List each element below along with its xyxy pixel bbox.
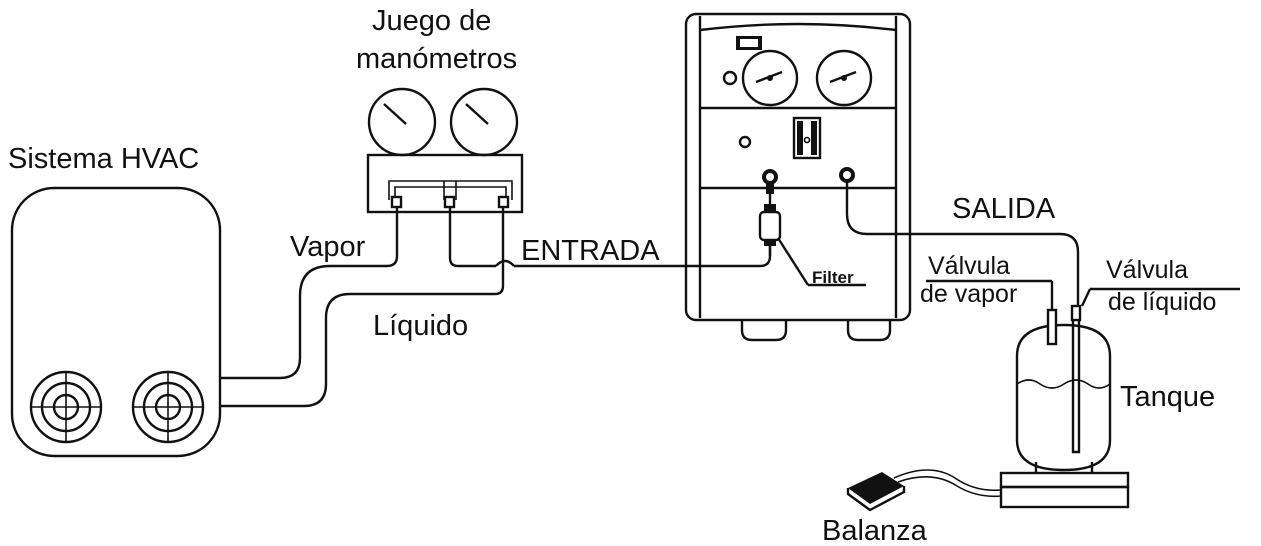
gauge-manifold [366,87,524,214]
liquid-hose-label: Líquido [373,310,468,342]
vapor-hose-label: Vapor [290,231,366,263]
liquid-valve-label-line1: Válvula [1106,256,1188,284]
recovery-tank [999,304,1130,509]
vapor-valve-label-line1: Válvula [928,252,1010,280]
scale-controller [846,469,1002,512]
hvac-right-port-icon [131,370,205,444]
hvac-system-label: Sistema HVAC [8,143,199,175]
hvac-left-port-icon [29,370,103,444]
indicator-icon [722,70,738,86]
recovery-machine [684,12,912,342]
outlet-label: SALIDA [952,193,1056,225]
filter-drier-icon [758,194,782,256]
inlet-label: ENTRADA [521,235,660,267]
gauge-set-label-line2: manómetros [356,43,517,75]
filter-label: Filter [812,268,854,287]
hvac-unit [10,186,222,458]
low-side-gauge-icon [367,87,437,157]
scale-label: Balanza [822,515,928,546]
inlet-port-icon [762,169,778,194]
high-side-gauge-icon [449,87,519,157]
hoses [221,182,1080,408]
outlet-port-icon [839,167,855,183]
tank-label: Tanque [1120,381,1215,413]
machine-gauge-right-icon [815,49,873,107]
gauge-set-label-line1: Juego de [372,5,491,37]
vapor-valve-label-line2: de vapor [920,280,1017,308]
liquid-valve-label-line2: de líquido [1108,288,1216,316]
machine-gauge-left-icon [741,49,799,107]
selector-knob-icon [792,116,822,160]
